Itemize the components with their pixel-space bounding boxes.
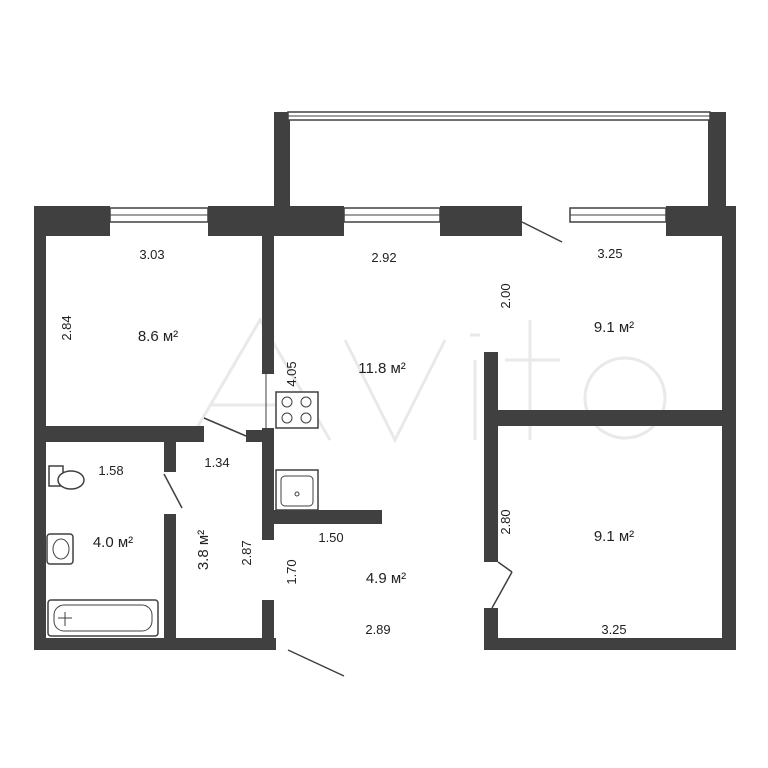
dim-corridor-width: 1.50 [318, 530, 343, 545]
room-area-labels: 8.6 м² 11.8 м² 9.1 м² 9.1 м² 4.0 м² 3.8 … [93, 319, 634, 587]
toilet-icon [48, 465, 85, 490]
doors [163, 221, 563, 677]
dim-living-height: 4.05 [284, 361, 299, 386]
area-right-room: 9.1 м² [594, 319, 634, 336]
dim-living-width: 2.92 [371, 250, 396, 265]
door-entrance [287, 649, 345, 677]
area-corridor: 4.9 м² [366, 570, 406, 587]
door-bathroom [163, 473, 183, 509]
interior-walls [34, 236, 722, 650]
balcony [274, 111, 726, 210]
dimension-labels: 3.03 2.92 3.25 2.84 2.00 4.05 1.58 1.34 … [59, 246, 627, 637]
dim-right-room-width: 3.25 [597, 246, 622, 261]
area-hall: 3.8 м² [195, 530, 212, 570]
stove-icon [275, 391, 319, 429]
dim-corridor-length: 2.89 [365, 622, 390, 637]
area-bathroom: 4.0 м² [93, 534, 133, 551]
dim-hall-height: 2.87 [239, 540, 254, 565]
dim-corridor-height: 1.70 [284, 559, 299, 584]
dim-second-room-width: 3.25 [601, 622, 626, 637]
dim-bedroom-height: 2.84 [59, 315, 74, 340]
area-second-room: 9.1 м² [594, 528, 634, 545]
door-right-room-leaf [491, 571, 513, 609]
dim-hall-width: 1.34 [204, 455, 229, 470]
dim-bedroom-width: 3.03 [139, 247, 164, 262]
door-right-room [497, 561, 513, 573]
area-living-room: 11.8 м² [358, 360, 406, 377]
dim-bathroom-width: 1.58 [98, 463, 123, 478]
bathtub-icon [47, 599, 159, 637]
exterior-walls [34, 206, 736, 650]
dim-second-room-depth: 2.80 [498, 509, 513, 534]
door-bedroom [203, 417, 247, 437]
dim-right-room-depth: 2.00 [498, 283, 513, 308]
door-balcony [521, 221, 563, 243]
windows [109, 207, 667, 223]
kitchen-sink-icon [275, 469, 319, 511]
area-bedroom: 8.6 м² [138, 328, 178, 345]
washbasin-icon [46, 533, 74, 565]
